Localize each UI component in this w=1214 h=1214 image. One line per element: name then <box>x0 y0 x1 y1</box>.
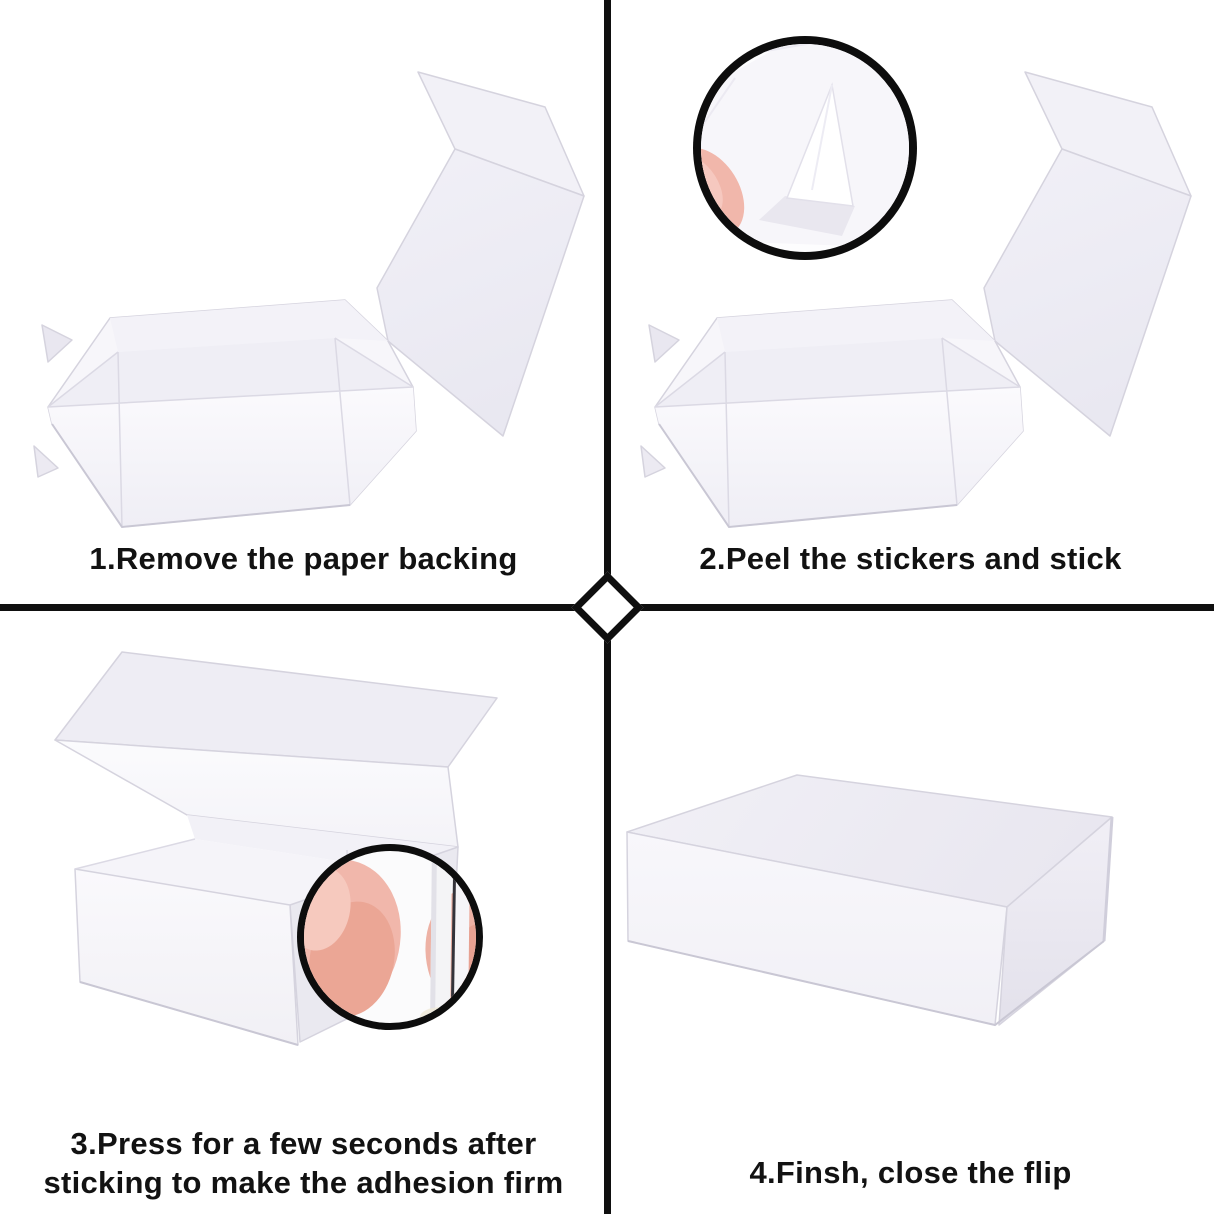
unfolded-box <box>33 71 585 529</box>
box-bottom-edge <box>658 423 958 529</box>
box-tray-front-wall <box>655 387 1023 527</box>
box-tray-floor <box>655 338 1020 407</box>
step-1-caption: 1.Remove the paper backing <box>0 539 607 578</box>
sticker-backing-shadow <box>759 196 855 236</box>
step-2-panel: 2.Peel the stickers and stick <box>607 0 1214 607</box>
step-1-panel: 1.Remove the paper backing <box>0 0 607 607</box>
box-bottom-edge <box>79 981 299 1046</box>
step-4-caption-line: 4.Finsh, close the flip <box>749 1155 1072 1190</box>
box-side-ear-top <box>648 324 680 363</box>
step-4-illustration <box>626 774 1114 1027</box>
press-fingers-inset <box>297 844 483 1030</box>
unfolded-box <box>640 71 1192 529</box>
box-bottom-edge <box>627 940 1105 1027</box>
box-side-ear-top <box>41 324 73 363</box>
step-4-panel: 4.Finsh, close the flip <box>607 607 1214 1214</box>
box-edge-strip-texture <box>430 851 437 1023</box>
step-4-caption: 4.Finsh, close the flip <box>607 1153 1214 1192</box>
box-tray-back-wall <box>110 300 388 352</box>
box-tray-floor <box>48 338 413 407</box>
box-flap-main-face <box>983 148 1192 437</box>
box-fold-creases <box>654 337 1021 528</box>
step-3-caption: 3.Press for a few seconds after sticking… <box>0 1124 607 1202</box>
step-3-caption-line-1: 3.Press for a few seconds after <box>70 1126 537 1161</box>
step-2-caption-line: 2.Peel the stickers and stick <box>699 541 1122 576</box>
box-tray-front-wall <box>48 387 416 527</box>
step-2-illustration <box>640 36 1192 529</box>
box-fold-creases <box>47 337 414 528</box>
step-3-illustration <box>54 651 498 1046</box>
box-lid-flap-edge <box>1102 816 1114 942</box>
peel-sticker-inset <box>693 36 917 260</box>
step-1-caption-line: 1.Remove the paper backing <box>89 541 518 576</box>
closed-box <box>626 774 1114 1027</box>
step-2-caption: 2.Peel the stickers and stick <box>607 539 1214 578</box>
box-bottom-edge <box>51 423 351 529</box>
step-3-panel: 3.Press for a few seconds after sticking… <box>0 607 607 1214</box>
sticker-fold-highlight <box>811 84 833 191</box>
box-side-ear-bottom <box>640 445 666 478</box>
box-side-ear-bottom <box>33 445 59 478</box>
step-1-illustration <box>33 71 585 529</box>
box-flap-main-face <box>376 148 585 437</box>
box-tray-back-wall <box>717 300 995 352</box>
step-3-caption-line-2: sticking to make the adhesion firm <box>43 1165 564 1200</box>
